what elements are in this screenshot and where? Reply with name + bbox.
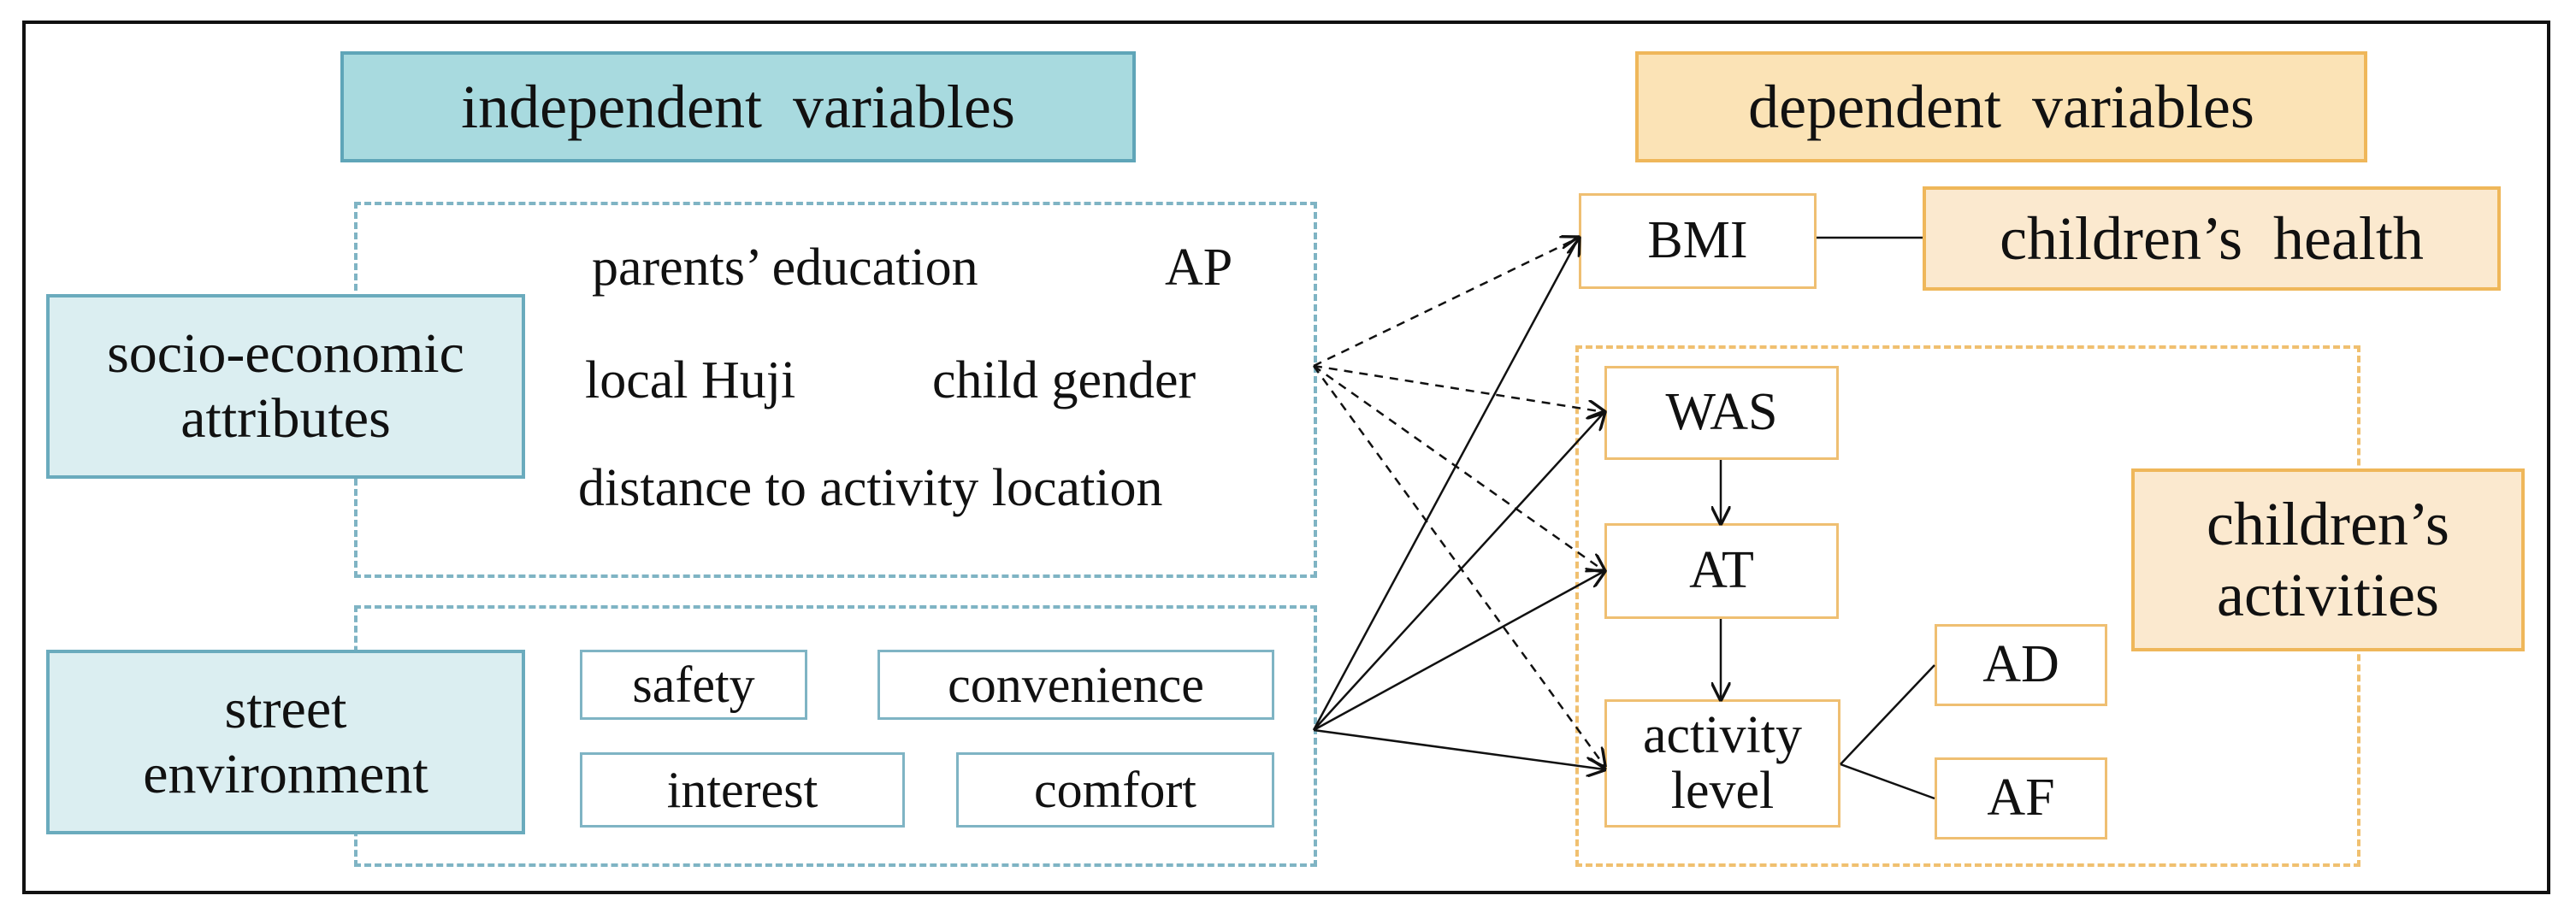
activity-level-label-line2: level xyxy=(1670,762,1775,820)
solid-arrow-to-bmi xyxy=(1312,238,1579,731)
dashed-arrow-to-was xyxy=(1313,364,1604,412)
street-environment-label-line2: environment xyxy=(143,743,428,805)
af-label: AF xyxy=(1987,769,2055,828)
solid-arrow-to-at xyxy=(1313,571,1604,732)
dependent-variables-label: dependent variables xyxy=(1748,72,2254,141)
child-gender-text: child gender xyxy=(932,351,1196,409)
childrens-activities-box: children’s activities xyxy=(2131,468,2525,651)
childrens-health-box: children’s health xyxy=(1923,186,2501,291)
independent-variables-label: independent variables xyxy=(461,72,1015,141)
distance-to-activity-location-text: distance to activity location xyxy=(578,459,1163,517)
socio-economic-label-line2: attributes xyxy=(180,387,391,450)
solid-arrow-to-was xyxy=(1313,412,1604,731)
ad-label: AD xyxy=(1982,635,2059,694)
socio-economic-attributes-box: socio-economic attributes xyxy=(46,294,525,479)
comfort-label: comfort xyxy=(1034,761,1196,818)
local-huji-text: local Huji xyxy=(585,351,796,409)
childrens-activities-label-line1: children’s xyxy=(2207,490,2449,559)
dependent-variables-header: dependent variables xyxy=(1635,51,2367,162)
street-environment-box: street environment xyxy=(46,650,525,834)
safety-box: safety xyxy=(580,650,807,720)
safety-label: safety xyxy=(632,656,755,713)
was-node: WAS xyxy=(1604,366,1839,460)
bmi-node: BMI xyxy=(1579,193,1817,289)
interest-box: interest xyxy=(580,752,905,828)
activity-level-to-af-link xyxy=(1840,763,1935,800)
street-environment-label-line1: street xyxy=(224,678,347,741)
solid-arrow-to-activity-level xyxy=(1313,728,1604,769)
dashed-arrow-to-bmi xyxy=(1313,238,1579,368)
diagram-frame xyxy=(22,21,2550,894)
bmi-label: BMI xyxy=(1647,211,1748,270)
was-label: WAS xyxy=(1665,383,1778,442)
ap-text: AP xyxy=(1165,239,1233,297)
comfort-box: comfort xyxy=(956,752,1274,828)
dashed-arrow-to-activity-level xyxy=(1312,365,1604,766)
at-label: AT xyxy=(1689,541,1754,600)
activity-level-label-line1: activity xyxy=(1643,705,1802,764)
convenience-box: convenience xyxy=(877,650,1274,720)
childrens-health-label: children’s health xyxy=(2000,203,2424,273)
socio-economic-label-line1: socio-economic xyxy=(107,322,464,386)
convenience-label: convenience xyxy=(948,656,1204,713)
independent-variables-header: independent variables xyxy=(340,51,1136,162)
activity-level-to-ad-link xyxy=(1840,664,1935,765)
ad-node: AD xyxy=(1935,624,2107,706)
af-node: AF xyxy=(1935,757,2107,839)
parents-education-text: parents’ education xyxy=(592,239,978,297)
dashed-arrow-to-at xyxy=(1313,364,1604,571)
activity-level-node: activity level xyxy=(1604,699,1840,828)
childrens-activities-label-line2: activities xyxy=(2217,561,2439,629)
interest-label: interest xyxy=(666,761,818,818)
